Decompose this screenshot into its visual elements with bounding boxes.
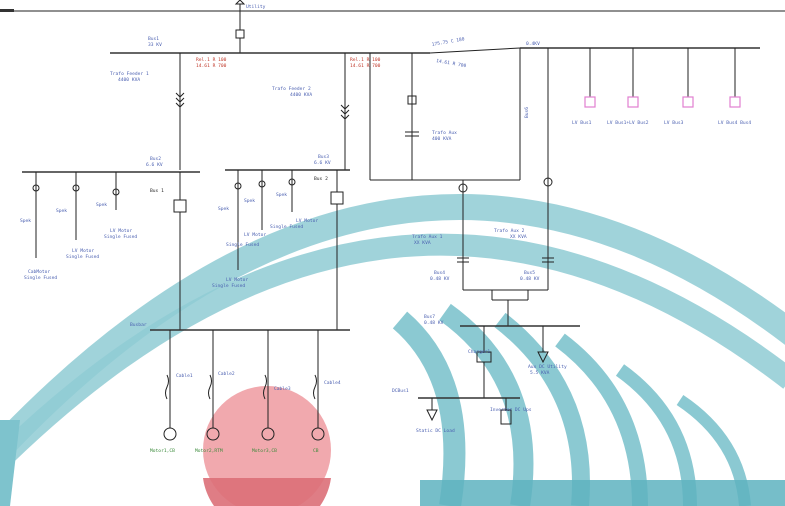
bus3-breaker: Bus 2 xyxy=(314,176,328,182)
motor-3-label: Motor3,CB xyxy=(252,448,277,454)
bus3-load-2-name: LV Motor xyxy=(244,232,266,238)
dc-load-2: Inverter DC Ups xyxy=(490,407,532,413)
bus7-voltage: 0.48 KV xyxy=(424,320,444,326)
utility-source: Utility xyxy=(234,0,266,53)
bus7-label: Bus7 xyxy=(424,314,435,320)
right-load-3: LV Bus3 xyxy=(664,120,684,126)
aux-trafo-1-voltage: 0.48 KV xyxy=(430,276,450,282)
bottom-section: Busbar Cable1 Cable2 Cable3 Cable4 Motor… xyxy=(130,322,350,454)
utility-label: Utility xyxy=(246,4,266,10)
relay-2-line2: 14.61 R 700 xyxy=(350,63,381,69)
bus2-load-3-note: Single Fused xyxy=(104,234,137,240)
motor-2-label: Motor2,RTM xyxy=(195,448,223,454)
trafo-aux: Trafo Aux 400 KVA xyxy=(405,53,457,180)
dc-bus-label: DCBus1 xyxy=(392,388,409,394)
aux-trafo-1-label: Trafo Aux 1 xyxy=(412,234,443,240)
trafo-aux-label: Trafo Aux xyxy=(432,130,457,136)
aux-trafo-1-rating: XX KVA xyxy=(414,240,431,246)
right-section: 175.75 C 180 14.61 R 700 0.4KV Bus6 LV B… xyxy=(429,36,760,200)
bus2-breaker: Bus 1 xyxy=(150,188,164,194)
arc-inner xyxy=(0,233,785,476)
bus3-load-3-spec: Spek xyxy=(276,192,287,198)
bus7-left-label: Charger1 xyxy=(468,349,490,355)
band-bottom xyxy=(420,480,785,506)
aux-trafo-2-voltage: 0.48 KV xyxy=(520,276,540,282)
bus3-voltage: 6.6 KV xyxy=(314,160,331,166)
aux-trafo-2-rating: XX KVA xyxy=(510,234,527,240)
top-left-mark xyxy=(0,9,14,12)
aux-trafo-2-bus: Bus5 xyxy=(524,270,535,276)
bus2-label: Bus2 xyxy=(150,156,161,162)
cable-2-label: Cable2 xyxy=(218,371,235,377)
watermark-arcs xyxy=(0,194,785,506)
bus2-section: Bus2 6.6 KV Bus 1 Spek Spek Spek CabMoto… xyxy=(20,156,200,330)
trafo-aux-rating: 400 KVA xyxy=(432,136,452,142)
sweep-2 xyxy=(439,303,534,506)
right-bus-voltage: 0.4KV xyxy=(526,41,540,47)
aux-trafo-2-label: Trafo Aux 2 xyxy=(494,228,525,234)
bus7-right-label: Aux DC Utility xyxy=(528,364,567,370)
feeder-1-rating: 4400 KVA xyxy=(118,77,140,83)
bus2-load-1-name: CabMotor xyxy=(28,269,50,275)
bus2-load-3-name: LV Motor xyxy=(110,228,132,234)
bus2-load-1-note: Single Fused xyxy=(24,275,57,281)
right-load-1: LV Bus1 xyxy=(572,120,592,126)
sweep-3 xyxy=(494,312,590,506)
main-bus-voltage: 33 KV xyxy=(148,42,162,48)
bus2-load-2-spec: Spek xyxy=(56,208,67,214)
bus3-load-1-note: Single Fused xyxy=(212,283,245,289)
dc-bus-section: DCBus1 Static DC Load Inverter DC Ups xyxy=(392,388,532,434)
feeder-2-label: Trafo Feeder 2 xyxy=(272,86,311,92)
slant-label-1: 175.75 C 180 xyxy=(431,36,465,48)
bus2-load-3-spec: Spek xyxy=(96,202,107,208)
bus3-load-3-note: Single Fused xyxy=(270,224,303,230)
relay-2-line1: Rel.1 R 100 xyxy=(350,57,381,63)
left-edge-band xyxy=(0,420,20,506)
bus3-label: Bus3 xyxy=(318,154,329,160)
bus2-load-1-spec: Spek xyxy=(20,218,31,224)
feeder-1-label: Trafo Feeder 1 xyxy=(110,71,149,77)
bus3-section: Bus3 6.6 KV Bus 2 Spek Spek Spek LV Moto… xyxy=(212,154,350,330)
sweep-1 xyxy=(392,311,466,506)
main-bus-label: Bus1 xyxy=(148,36,159,42)
bus3-load-3-name: LV Motor xyxy=(296,218,318,224)
bus3-load-2-note: Single Fused xyxy=(226,242,259,248)
bus2-load-2-note: Single Fused xyxy=(66,254,99,260)
bus3-load-2-spec: Spek xyxy=(244,198,255,204)
relay-1-line2: 14.61 R 700 xyxy=(196,63,227,69)
trafo-feeder-2: Trafo Feeder 2 4400 KVA xyxy=(272,53,350,170)
bus2-load-2-name: LV Motor xyxy=(72,248,94,254)
relay-1-line1: Rel.1 R 100 xyxy=(196,57,227,63)
highlight-circle xyxy=(203,386,331,506)
motor-1-label: Motor1,CB xyxy=(150,448,175,454)
right-load-4: LV Bus4 Bus4 xyxy=(718,120,751,126)
feeder-2-rating: 4400 KVA xyxy=(290,92,312,98)
slant-label-2: 14.61 R 700 xyxy=(436,58,467,69)
bus3-load-1-spec: Spek xyxy=(218,206,229,212)
cable-4-label: Cable4 xyxy=(324,380,341,386)
cable-1-label: Cable1 xyxy=(176,373,193,379)
aux-trafo-1-bus: Bus4 xyxy=(434,270,445,276)
trafo-feeder-1: Trafo Feeder 1 4400 KVA xyxy=(110,53,185,170)
bottom-bus-label: Busbar xyxy=(130,322,147,328)
bus7-right-rating: 5.5 KVA xyxy=(530,370,550,376)
aux-trafos: Trafo Aux 1 XX KVA Trafo Aux 2 XX KVA Bu… xyxy=(412,177,554,326)
right-bus-label: Bus6 xyxy=(524,107,530,118)
cable-3-label: Cable3 xyxy=(274,386,291,392)
motor-4-label: CB xyxy=(313,448,319,454)
right-load-2: LV Bus1+LV Bus2 xyxy=(607,120,649,126)
dc-load-1: Static DC Load xyxy=(416,428,455,434)
bus7-section: Bus7 0.48 KV Charger1 Aux DC Utility 5.5… xyxy=(424,314,580,398)
arc-outer xyxy=(0,194,785,468)
bus2-voltage: 6.6 KV xyxy=(146,162,163,168)
bus3-load-1-name: LV Motor xyxy=(226,277,248,283)
